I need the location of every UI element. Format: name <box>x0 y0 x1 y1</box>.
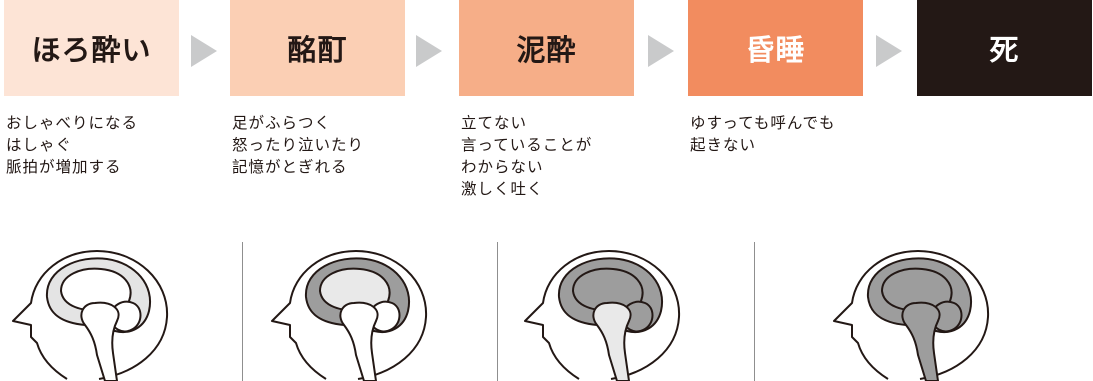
stage-description-deisui: 立てない 言っていることが わからない 激しく吐く <box>461 112 661 200</box>
description-line: 激しく吐く <box>461 180 544 198</box>
divider <box>754 242 755 381</box>
description-line: はしゃぐ <box>6 136 73 154</box>
description-line: 怒ったり泣いたり <box>232 136 365 154</box>
divider <box>242 242 243 381</box>
arrow-right-icon <box>191 35 217 67</box>
brain-head-icon <box>524 250 681 381</box>
description-line: 起きない <box>690 136 757 154</box>
stage-box-horoyoi: ほろ酔い <box>4 0 179 96</box>
description-line: 足がふらつく <box>232 114 332 132</box>
brain-head-icon <box>12 250 169 381</box>
arrow-right-icon <box>648 35 674 67</box>
stage-label-shi: 死 <box>989 33 1020 67</box>
description-line: 脈拍が増加する <box>6 158 122 176</box>
stage-label-horoyoi: ほろ酔い <box>31 33 152 67</box>
stage-label-konsui: 昏睡 <box>745 33 806 67</box>
stage-box-konsui: 昏睡 <box>688 0 863 96</box>
description-line: 記憶がとぎれる <box>232 158 348 176</box>
stage-box-shi: 死 <box>917 0 1092 96</box>
description-line: 立てない <box>461 114 528 132</box>
description-line: 言っていることが <box>461 136 593 154</box>
stage-label-deisui: 泥酔 <box>516 33 577 67</box>
arrow-right-icon <box>416 35 442 67</box>
stage-description-horoyoi: おしゃべりになる はしゃぐ 脈拍が増加する <box>6 112 206 178</box>
stage-description-meitei: 足がふらつく 怒ったり泣いたり 記憶がとぎれる <box>232 112 432 178</box>
divider <box>497 242 498 381</box>
stage-box-deisui: 泥酔 <box>459 0 634 96</box>
stage-label-meitei: 酩酊 <box>287 33 348 67</box>
arrow-right-icon <box>876 35 902 67</box>
brain-head-icon <box>833 250 990 381</box>
brain-head-icon <box>271 250 428 381</box>
stage-description-konsui: ゆすっても呼んでも 起きない <box>690 112 890 156</box>
stage-box-meitei: 酩酊 <box>230 0 405 96</box>
description-line: ゆすっても呼んでも <box>690 114 836 132</box>
description-line: おしゃべりになる <box>6 114 139 132</box>
description-line: わからない <box>461 158 544 176</box>
